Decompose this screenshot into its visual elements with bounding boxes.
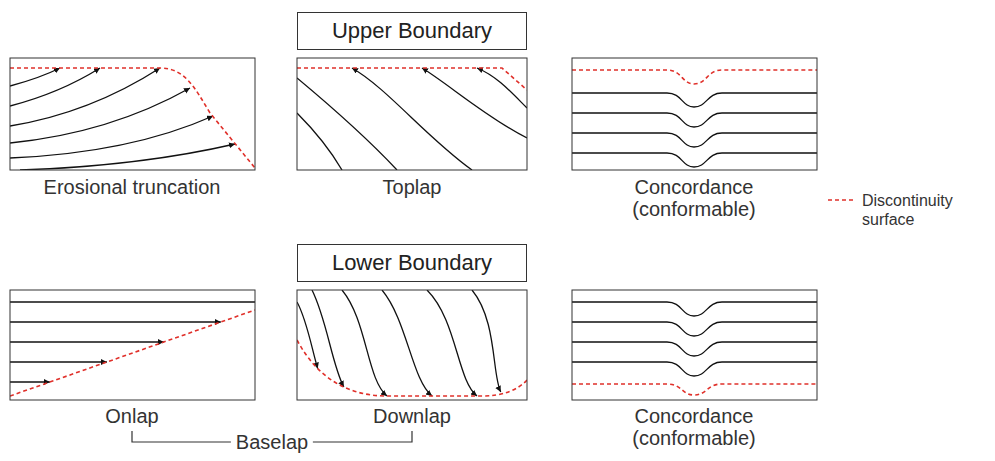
panel-frame [572,58,817,170]
boundary-heading: Lower Boundary [332,250,492,276]
concordance-panel [572,290,817,400]
reflection-line [10,361,107,362]
boundary-header-box: Upper Boundary [297,12,527,50]
legend-entry: Discontinuity surface [862,191,972,229]
reflection-line [297,302,318,369]
reflection-line [572,93,817,107]
panel-frame [297,58,527,170]
onlap-panel [10,290,255,400]
reflection-line [572,153,817,167]
panel-caption: Concordance (conformable) [614,405,774,449]
reflection-line [10,301,255,302]
discontinuity-surface [572,70,817,84]
discontinuity-surface [10,310,255,396]
panel-caption: Toplap [383,176,442,198]
panel-caption: Downlap [373,405,451,427]
panel-caption: Toplap [297,176,527,198]
legend-swatch [828,199,856,201]
reflection-line [297,113,342,170]
reflection-line [472,290,501,392]
reflection-line [427,290,477,396]
reflection-line [297,78,397,170]
panel-caption: Onlap [105,405,158,427]
discontinuity-surface [572,384,817,395]
panel-caption: Concordance (conformable) [614,176,774,220]
downlap-panel [297,290,527,400]
reflection-line [10,68,60,86]
reflection-line [20,144,235,170]
panel-caption: Concordance (conformable) [614,405,774,449]
reflection-line [477,68,527,108]
panel-frame [572,290,817,400]
reflection-line [572,362,817,376]
reflection-line [572,133,817,147]
panel-frame [10,58,255,170]
reflection-line [10,321,221,322]
reflection-line [10,341,164,342]
reflection-line [10,381,50,382]
panel-caption: Onlap [12,405,252,427]
discontinuity-surface [10,68,255,168]
toplap-panel [297,58,527,170]
reflection-line [312,290,344,387]
concordance-panel [572,58,817,170]
reflection-line [572,322,817,336]
reflection-line [342,290,387,396]
panel-frame [10,290,255,400]
bracket-label: Baselap [231,431,313,453]
boundary-header-box: Lower Boundary [297,244,527,282]
panel-caption: Downlap [297,405,527,427]
panel-caption: Erosional truncation [44,176,221,198]
reflection-line [422,68,527,138]
reflection-line [10,68,160,126]
discontinuity-surface [297,68,527,90]
reflection-line [572,342,817,356]
panel-frame [297,290,527,400]
erosional-truncation-panel [10,58,255,170]
reflection-line [10,116,213,158]
bracket-label: Baselap [231,431,313,453]
reflection-line [382,290,432,396]
reflection-line [572,113,817,127]
reflection-line [10,68,100,106]
reflection-line [352,68,472,170]
panel-caption: Concordance (conformable) [614,176,774,220]
boundary-heading: Upper Boundary [332,18,492,44]
panel-caption: Erosional truncation [12,176,252,198]
discontinuity-surface [297,340,527,396]
reflection-line [572,302,817,316]
